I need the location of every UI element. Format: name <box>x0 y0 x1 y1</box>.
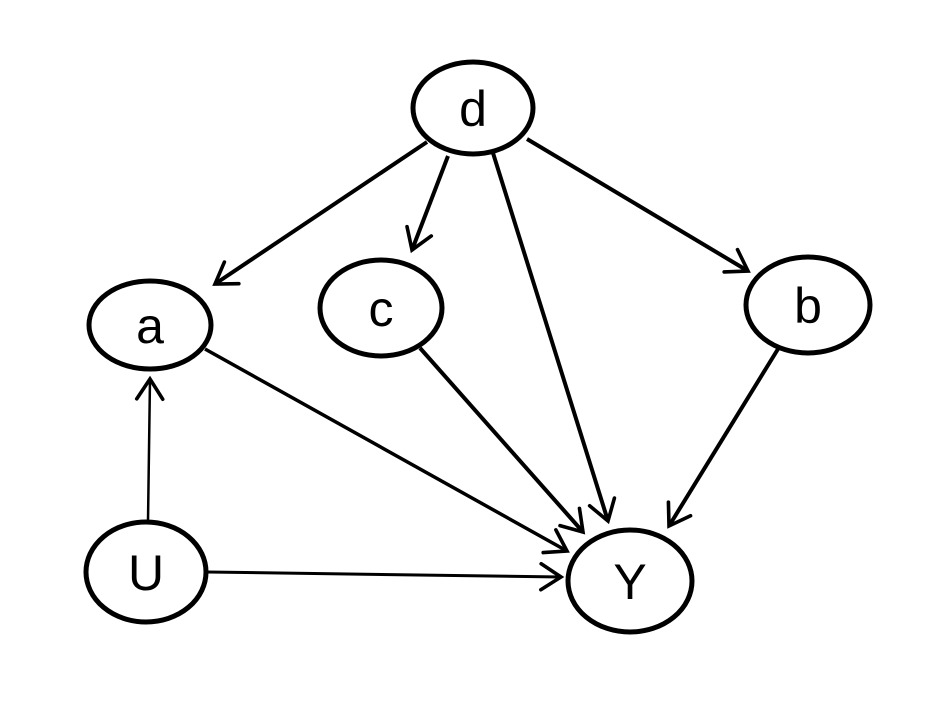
node-U-ellipse <box>83 519 209 625</box>
node-a-ellipse <box>86 278 214 372</box>
node-b-ellipse <box>743 254 873 356</box>
node-c-ellipse <box>317 257 445 359</box>
edge-U-Y <box>206 561 565 592</box>
nodes: d a c b U Y <box>83 59 873 635</box>
node-Y-ellipse <box>565 527 695 635</box>
node-U: U <box>83 519 209 625</box>
node-b-label: b <box>794 278 822 334</box>
node-Y-label: Y <box>613 554 646 610</box>
node-a-label: a <box>136 298 164 354</box>
node-d-label: d <box>459 81 487 137</box>
node-U-label: U <box>128 545 164 601</box>
edge-d-a <box>212 140 429 286</box>
node-d-ellipse <box>410 59 536 157</box>
edge-U-a <box>134 375 165 522</box>
node-c: c <box>317 257 445 359</box>
node-d: d <box>410 59 536 157</box>
edge-d-c <box>405 155 450 254</box>
node-c-label: c <box>369 281 394 337</box>
edges <box>134 137 780 592</box>
edge-d-Y <box>491 152 617 525</box>
edge-c-Y <box>418 346 586 535</box>
edge-b-Y <box>666 347 780 529</box>
node-a: a <box>86 278 214 372</box>
node-b: b <box>743 254 873 356</box>
edge-d-b <box>525 137 751 274</box>
node-Y: Y <box>565 527 695 635</box>
edge-a-Y <box>204 347 570 555</box>
